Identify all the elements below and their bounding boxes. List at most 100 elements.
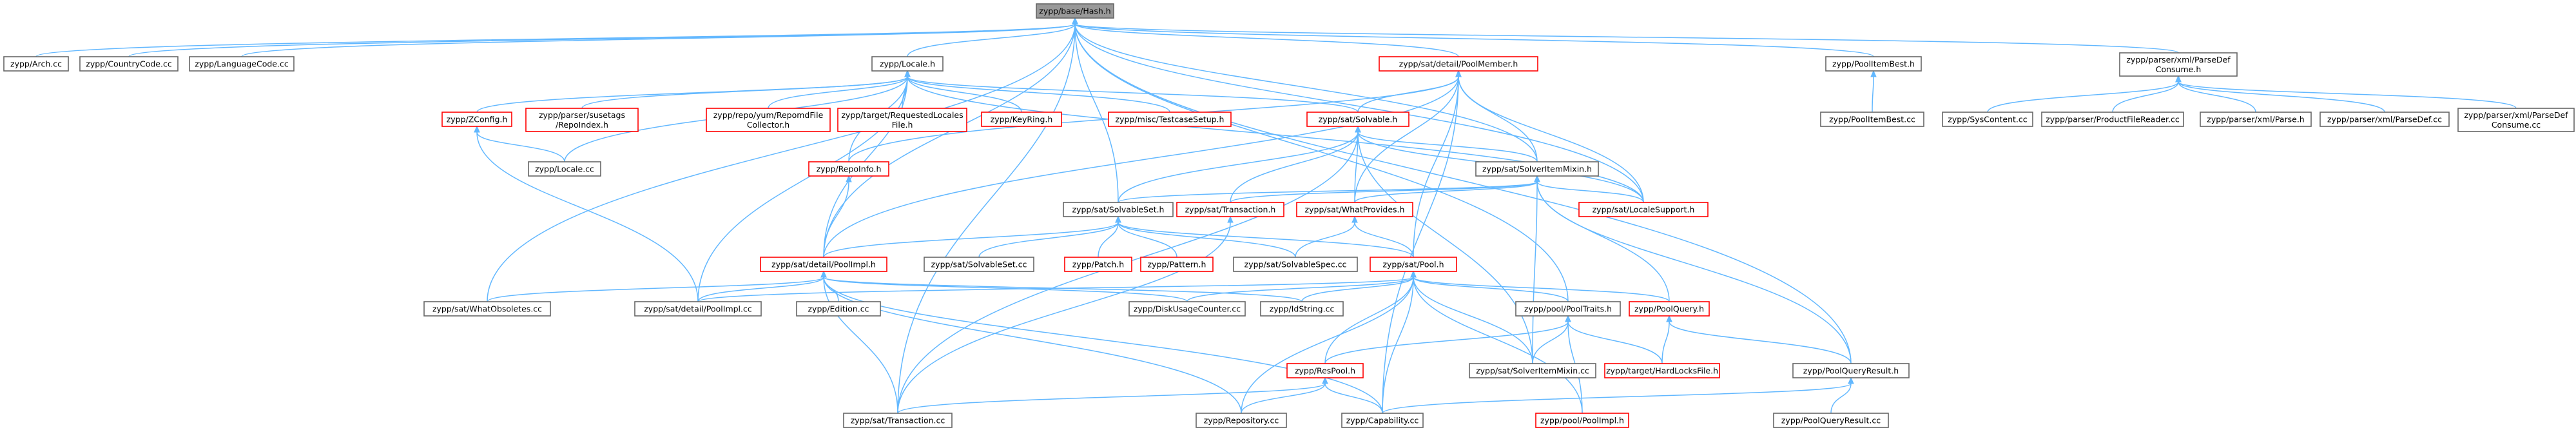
arrowhead-icon [1115, 215, 1121, 223]
node-label: zypp/sat/WhatObsoletes.cc [432, 304, 542, 314]
node-solveritermixin_cc[interactable]: zypp/sat/SolverItemMixin.cc [1469, 363, 1596, 378]
edge-line [1241, 383, 1326, 414]
node-layer: zypp/base/Hash.h zypp/Arch.cc zypp/Country… [3, 3, 2575, 428]
node-label: zypp/parser/xml/ParseDef.cc [2327, 115, 2442, 124]
node-zconfig[interactable]: zypp/ZConfig.h [441, 112, 512, 127]
edge-line [907, 23, 1076, 57]
node-box [1379, 56, 1538, 72]
node-box [79, 56, 179, 72]
node-locale_cc[interactable]: zypp/Locale.cc [528, 161, 601, 177]
edge-solveritermixin_cc-to-pooltraits [1532, 315, 1571, 364]
node-poolimpl_pool[interactable]: zypp/pool/PoolImpl.h [1535, 413, 1629, 428]
edge-line [1074, 23, 1119, 203]
node-solvableset_h[interactable]: zypp/sat/SolvableSet.h [1063, 202, 1174, 217]
node-whatobsoletes[interactable]: zypp/sat/WhatObsoletes.cc [423, 301, 551, 317]
edge-line [2112, 81, 2179, 113]
node-poolquery_h[interactable]: zypp/PoolQuery.h [1629, 301, 1710, 317]
edge-parsedefconsume_h-to-hash [1072, 17, 2179, 54]
node-capability[interactable]: zypp/Capability.cc [1341, 413, 1424, 428]
edge-line [1186, 277, 1414, 302]
arrowhead-icon [1322, 376, 1328, 384]
node-edition[interactable]: zypp/Edition.cc [796, 301, 881, 317]
node-box [1128, 301, 1246, 317]
node-poolitembest_h[interactable]: zypp/PoolItemBest.h [1825, 56, 1922, 72]
arrowhead-icon [1227, 215, 1234, 223]
node-languagecode[interactable]: zypp/LanguageCode.cc [189, 56, 295, 72]
node-label: zypp/sat/detail/PoolImpl.h [771, 260, 876, 269]
node-whatprovides[interactable]: zypp/sat/WhatProvides.h [1296, 202, 1413, 217]
node-respool[interactable]: zypp/ResPool.h [1286, 363, 1364, 378]
node-box [1196, 413, 1287, 428]
node-solveritermixin_h[interactable]: zypp/sat/SolverItemMixin.h [1475, 161, 1599, 177]
node-keyring[interactable]: zypp/KeyRing.h [981, 112, 1062, 127]
node-label: zypp/misc/TestcaseSetup.h [1116, 115, 1225, 124]
node-solvableset_cc[interactable]: zypp/sat/SolvableSet.cc [924, 257, 1034, 272]
node-label: zypp/SysContent.cc [1948, 115, 2027, 124]
node-poolitembest_cc[interactable]: zypp/PoolItemBest.cc [1820, 112, 1924, 127]
node-box [1825, 56, 1922, 72]
node-satpool[interactable]: zypp/sat/Pool.h [1370, 257, 1457, 272]
edge-poolimpl_h-to-poolmember [823, 70, 1462, 258]
node-box [1469, 363, 1596, 378]
node-box [837, 108, 967, 132]
node-pooltraits[interactable]: zypp/pool/PoolTraits.h [1515, 301, 1621, 317]
node-testcasesetup[interactable]: zypp/misc/TestcaseSetup.h [1108, 112, 1232, 127]
edge-line [1074, 23, 1874, 57]
node-xmlparse_h[interactable]: zypp/parser/xml/Parse.h [2200, 112, 2312, 127]
node-locale_h[interactable]: zypp/Locale.h [871, 56, 944, 72]
node-poolqueryresult_h[interactable]: zypp/PoolQueryResult.h [1792, 363, 1910, 378]
edge-line [1536, 181, 1670, 302]
edge-line [581, 76, 908, 109]
node-repoindex[interactable]: zypp/parser/susetags/RepoIndex.h [525, 108, 639, 132]
node-transaction_cc[interactable]: zypp/sat/Transaction.cc [843, 413, 953, 428]
node-label: Consume.h [2156, 64, 2202, 74]
node-idstring[interactable]: zypp/IdString.cc [1260, 301, 1344, 317]
edge-satpool-to-solvableset_h [1115, 215, 1414, 258]
node-countrycode[interactable]: zypp/CountryCode.cc [79, 56, 179, 72]
node-label: zypp/Pattern.h [1148, 260, 1206, 269]
edge-line [1413, 277, 1583, 414]
arrowhead-icon [1351, 215, 1358, 223]
node-parsedef_cc[interactable]: zypp/parser/xml/ParseDef.cc [2319, 112, 2450, 127]
node-productfilereader[interactable]: zypp/parser/ProductFileReader.cc [2041, 112, 2184, 127]
edge-line [823, 23, 1076, 258]
node-repository[interactable]: zypp/Repository.cc [1196, 413, 1287, 428]
node-box [1233, 257, 1358, 272]
node-patch[interactable]: zypp/Patch.h [1064, 257, 1132, 272]
node-poolmember[interactable]: zypp/sat/detail/PoolMember.h [1379, 56, 1538, 72]
node-box [2457, 108, 2575, 132]
node-solvable_h[interactable]: zypp/sat/Solvable.h [1306, 112, 1409, 127]
node-pattern[interactable]: zypp/Pattern.h [1140, 257, 1214, 272]
edge-line [823, 277, 1242, 414]
node-repoinfo[interactable]: zypp/RepoInfo.h [808, 161, 889, 177]
node-poolqueryresult_cc[interactable]: zypp/PoolQueryResult.cc [1773, 413, 1889, 428]
node-box [634, 301, 762, 317]
node-diskusage[interactable]: zypp/DiskUsageCounter.cc [1128, 301, 1246, 317]
node-solvablespec[interactable]: zypp/sat/SolvableSpec.cc [1233, 257, 1358, 272]
edge-line [1413, 277, 1533, 364]
edge-poolimpl_h-to-solvableset_h [823, 215, 1121, 258]
node-poolimpl_cc[interactable]: zypp/sat/detail/PoolImpl.cc [634, 301, 762, 317]
node-label: zypp/ResPool.h [1295, 366, 1355, 376]
node-arch[interactable]: zypp/Arch.cc [3, 56, 69, 72]
node-label: zypp/Locale.h [880, 59, 935, 69]
node-transaction_h[interactable]: zypp/sat/Transaction.h [1176, 202, 1284, 217]
node-syscontent[interactable]: zypp/SysContent.cc [1942, 112, 2033, 127]
node-label: zypp/parser/ProductFileReader.cc [2046, 115, 2180, 124]
edge-line [1532, 321, 1569, 364]
edge-line [487, 23, 1076, 302]
node-box [760, 257, 887, 272]
node-poolimpl_h[interactable]: zypp/sat/detail/PoolImpl.h [760, 257, 887, 272]
node-hash[interactable]: zypp/base/Hash.h [1036, 3, 1114, 19]
edge-line [768, 76, 908, 109]
node-localesupport[interactable]: zypp/sat/LocaleSupport.h [1578, 202, 1709, 217]
node-box [1515, 301, 1621, 317]
node-box [808, 161, 889, 177]
edge-line [1230, 181, 1538, 203]
node-box [2200, 112, 2312, 127]
node-hardlocks[interactable]: zypp/target/HardLocksFile.h [1604, 363, 1720, 378]
